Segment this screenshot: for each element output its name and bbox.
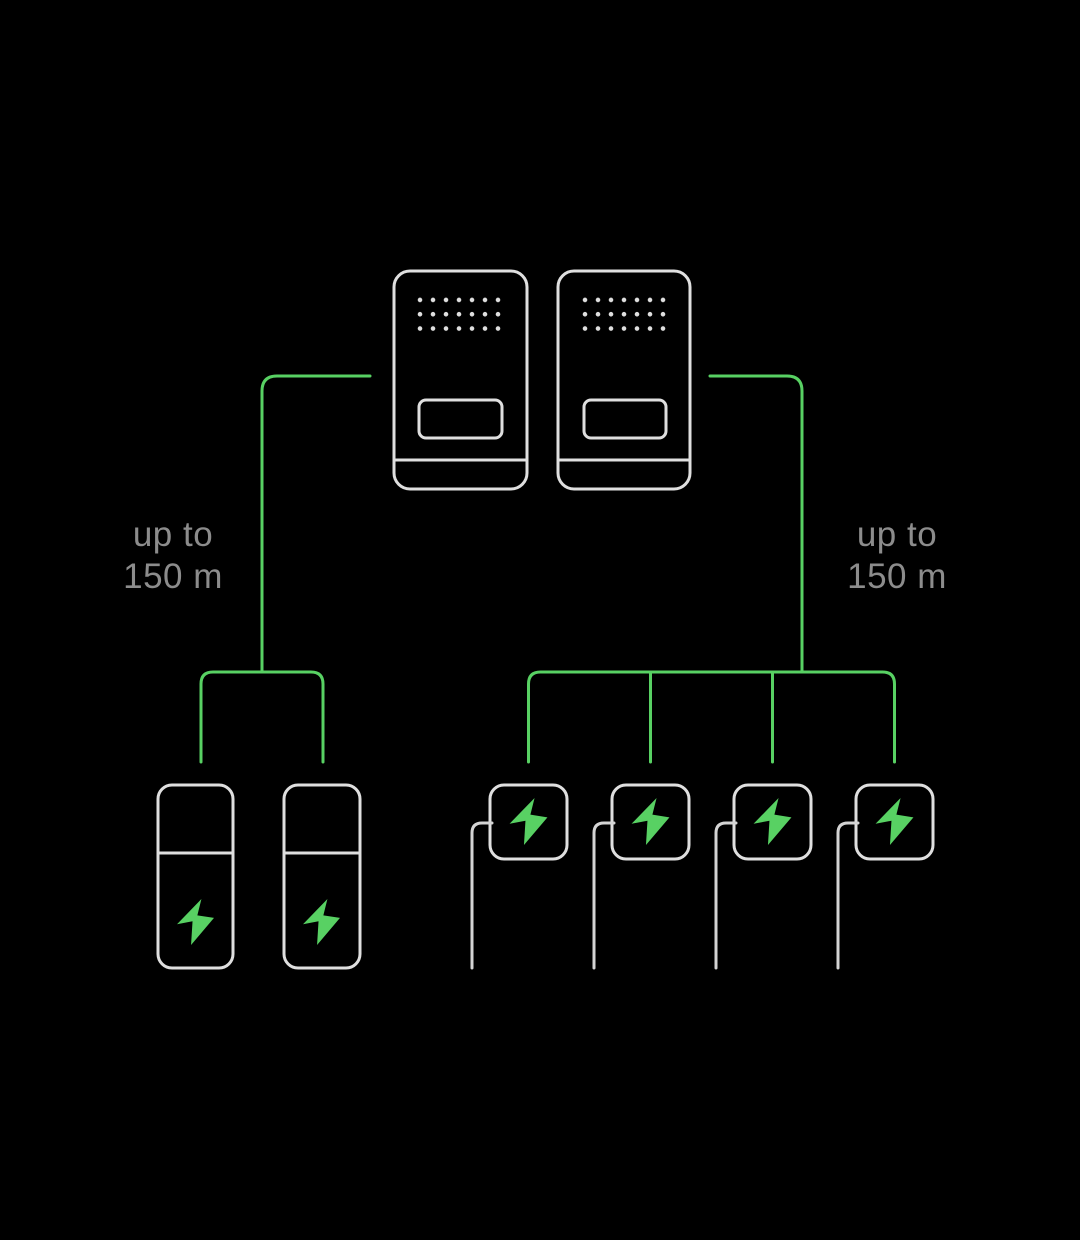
- left-feed-line: [260, 374, 372, 673]
- bolt-icon-wallbox-2: [631, 798, 670, 845]
- bolt-icon-battery-2: [303, 899, 340, 945]
- right-distance-label-line1: up to: [856, 515, 938, 554]
- power-unit-body: [392, 269, 529, 491]
- left-distance-label-line1: up to: [132, 515, 214, 554]
- device-outlines: [156, 269, 935, 970]
- left-distance-label: up to 150 m: [103, 514, 243, 598]
- right-distribution-bus: [527, 670, 896, 764]
- bolt-icon-wallbox-4: [875, 798, 914, 845]
- right-distance-label-line2: 150 m: [847, 557, 947, 596]
- bolt-icon-battery-1: [177, 899, 214, 945]
- power-unit-body: [556, 269, 692, 491]
- vent-dots-grid-1: [413, 292, 505, 336]
- power-unit-slot: [582, 398, 668, 440]
- cable-line-3: [714, 821, 738, 970]
- bolt-icon-wallbox-1: [509, 798, 548, 845]
- green-connection-lines: [199, 374, 896, 764]
- power-unit-icon-2: [556, 269, 692, 491]
- left-distance-label-line2: 150 m: [123, 557, 223, 596]
- battery-storage-icon-1: [156, 783, 235, 970]
- power-unit-slot: [417, 398, 504, 440]
- cable-line-2: [592, 821, 616, 970]
- lightning-bolts: [177, 798, 914, 945]
- right-feed-line: [708, 374, 804, 673]
- battery-body: [282, 783, 362, 970]
- battery-storage-icon-2: [282, 783, 362, 970]
- right-distance-label: up to 150 m: [827, 514, 967, 598]
- power-unit-icon-1: [392, 269, 529, 491]
- cable-line-1: [470, 821, 494, 970]
- left-distribution-bus: [199, 670, 325, 764]
- cable-line-4: [836, 821, 860, 970]
- power-unit-vents: [413, 292, 670, 336]
- bolt-icon-wallbox-3: [753, 798, 792, 845]
- vent-dots-grid-2: [578, 292, 670, 336]
- charging-cables: [470, 821, 860, 970]
- battery-body: [156, 783, 235, 970]
